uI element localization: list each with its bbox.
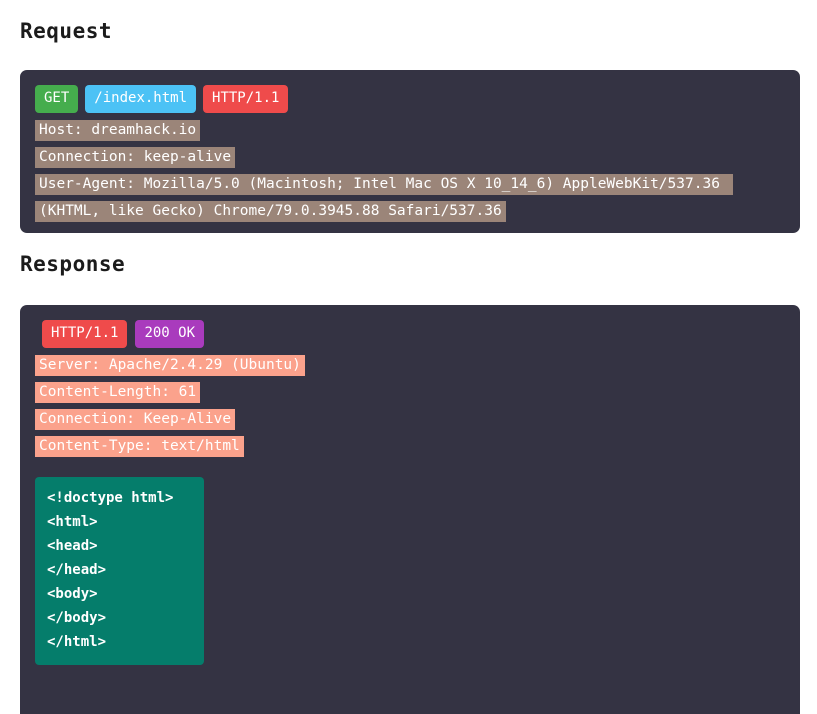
- response-header-line: Content-Length: 61: [35, 378, 786, 405]
- request-header-connection: Connection: keep-alive: [35, 147, 236, 168]
- response-header-server: Server: Apache/2.4.29 (Ubuntu): [35, 355, 305, 376]
- response-headers: Server: Apache/2.4.29 (Ubuntu) Content-L…: [35, 351, 786, 459]
- response-header-content-type: Content-Type: text/html: [35, 436, 244, 457]
- response-body-line: </body>: [47, 610, 107, 626]
- request-header-line: User-Agent: Mozilla/5.0 (Macintosh; Inte…: [35, 170, 786, 224]
- request-header-line: Host: dreamhack.io: [35, 116, 786, 143]
- response-body-line: <head>: [47, 538, 98, 554]
- request-method-badge: GET: [35, 85, 79, 113]
- response-body-line: </html>: [47, 634, 107, 650]
- request-version-badge: HTTP/1.1: [203, 85, 289, 113]
- response-body-line: <html>: [47, 514, 98, 530]
- response-header-line: Content-Type: text/html: [35, 432, 786, 459]
- request-header-user-agent: User-Agent: Mozilla/5.0 (Macintosh; Inte…: [35, 174, 733, 222]
- response-body-line: </head>: [47, 562, 107, 578]
- response-version-badge: HTTP/1.1: [42, 320, 128, 348]
- request-section-heading: Request: [20, 19, 113, 43]
- request-headers: Host: dreamhack.io Connection: keep-aliv…: [35, 116, 786, 224]
- response-status-badge: 200 OK: [135, 320, 205, 348]
- response-body-line: <!doctype html>: [47, 490, 174, 506]
- request-header-host: Host: dreamhack.io: [35, 120, 201, 141]
- response-header-content-length: Content-Length: 61: [35, 382, 201, 403]
- request-path-badge: /index.html: [85, 85, 197, 113]
- response-header-line: Connection: Keep-Alive: [35, 405, 786, 432]
- response-section-heading: Response: [20, 252, 126, 276]
- response-header-line: Server: Apache/2.4.29 (Ubuntu): [35, 351, 786, 378]
- request-header-line: Connection: keep-alive: [35, 143, 786, 170]
- response-body-block: <!doctype html> <html> <head> </head> <b…: [35, 477, 204, 665]
- response-body-line: <body>: [47, 586, 98, 602]
- response-header-connection: Connection: Keep-Alive: [35, 409, 236, 430]
